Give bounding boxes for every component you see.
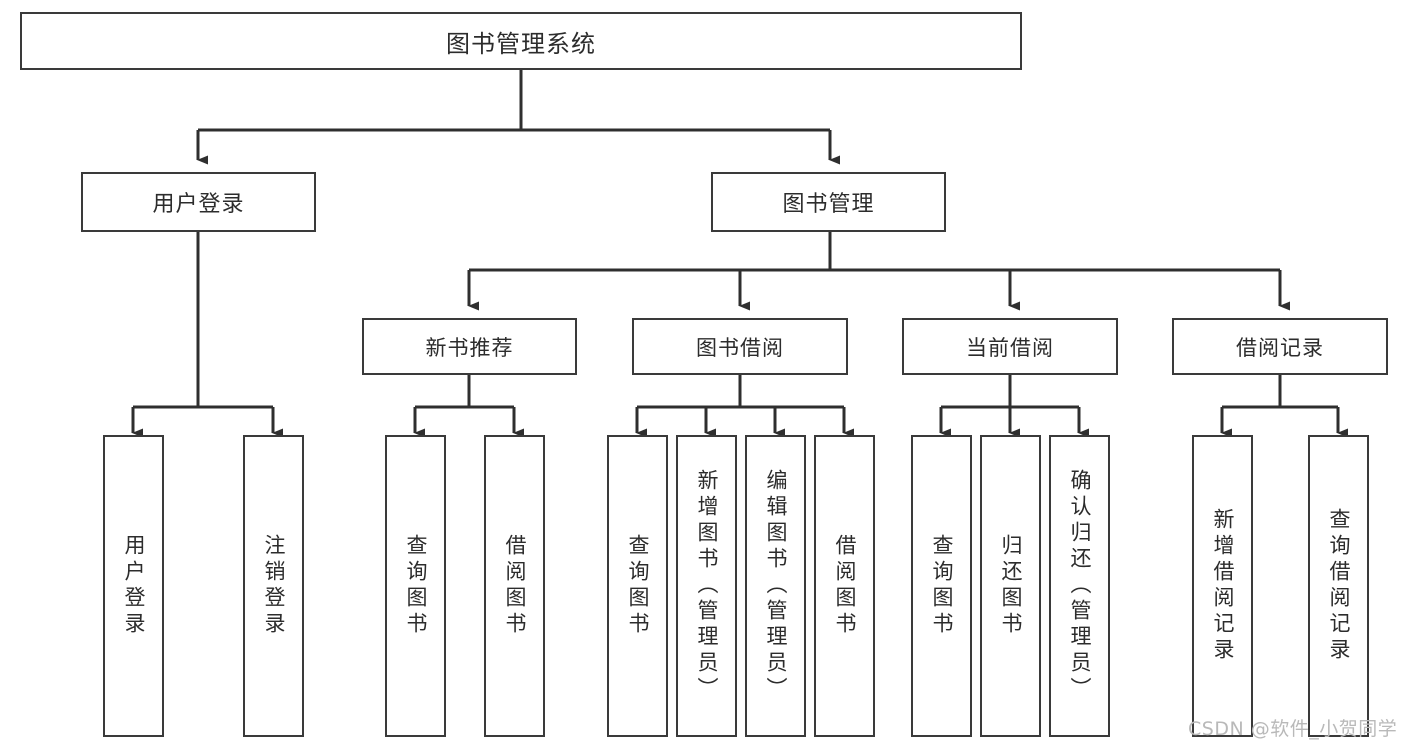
node-label: 新增借阅记录 xyxy=(1211,508,1235,664)
node-label: 图书管理系统 xyxy=(446,29,596,58)
node-current-borrow[interactable]: 当前借阅 xyxy=(902,318,1118,375)
leaf-book-borrow-edit[interactable]: 编辑图书（管理员） xyxy=(745,435,806,737)
leaf-book-borrow-query[interactable]: 查询图书 xyxy=(607,435,668,737)
node-borrow-record[interactable]: 借阅记录 xyxy=(1172,318,1388,375)
node-user-login[interactable]: 用户登录 xyxy=(81,172,316,232)
node-label: 借阅记录 xyxy=(1236,335,1324,360)
node-label: 查询图书 xyxy=(404,534,428,638)
node-label: 借阅图书 xyxy=(503,534,527,638)
node-label: 编辑图书（管理员） xyxy=(764,469,788,703)
node-label: 图书管理 xyxy=(782,192,875,217)
node-label: 查询图书 xyxy=(626,534,650,638)
node-book-borrow[interactable]: 图书借阅 xyxy=(632,318,848,375)
node-book-management[interactable]: 图书管理 xyxy=(711,172,946,232)
node-label: 图书借阅 xyxy=(696,335,784,360)
node-label: 借阅图书 xyxy=(833,534,857,638)
leaf-borrow-record-add[interactable]: 新增借阅记录 xyxy=(1192,435,1253,737)
node-new-book-recommend[interactable]: 新书推荐 xyxy=(362,318,577,375)
leaf-book-borrow-add[interactable]: 新增图书（管理员） xyxy=(676,435,737,737)
leaf-new-book-borrow[interactable]: 借阅图书 xyxy=(484,435,545,737)
node-label: 用户登录 xyxy=(152,192,245,217)
leaf-new-book-query[interactable]: 查询图书 xyxy=(385,435,446,737)
leaf-current-borrow-confirm-return[interactable]: 确认归还（管理员） xyxy=(1049,435,1110,737)
leaf-borrow-record-query[interactable]: 查询借阅记录 xyxy=(1308,435,1369,737)
watermark: CSDN @软件_小贺同学 xyxy=(1188,718,1398,740)
node-label: 查询借阅记录 xyxy=(1327,508,1351,664)
node-label: 查询图书 xyxy=(930,534,954,638)
leaf-user-login-signout[interactable]: 注销登录 xyxy=(243,435,304,737)
node-label: 新书推荐 xyxy=(425,335,514,360)
leaf-book-borrow-borrow[interactable]: 借阅图书 xyxy=(814,435,875,737)
node-label: 归还图书 xyxy=(999,534,1023,638)
leaf-current-borrow-return[interactable]: 归还图书 xyxy=(980,435,1041,737)
node-label: 注销登录 xyxy=(262,534,286,638)
leaf-user-login-signin[interactable]: 用户登录 xyxy=(103,435,164,737)
node-label: 新增图书（管理员） xyxy=(695,469,719,703)
leaf-current-borrow-query[interactable]: 查询图书 xyxy=(911,435,972,737)
node-label: 用户登录 xyxy=(122,534,146,638)
node-label: 确认归还（管理员） xyxy=(1068,469,1092,703)
node-root-book-management-system[interactable]: 图书管理系统 xyxy=(20,12,1022,70)
node-label: 当前借阅 xyxy=(966,335,1054,360)
